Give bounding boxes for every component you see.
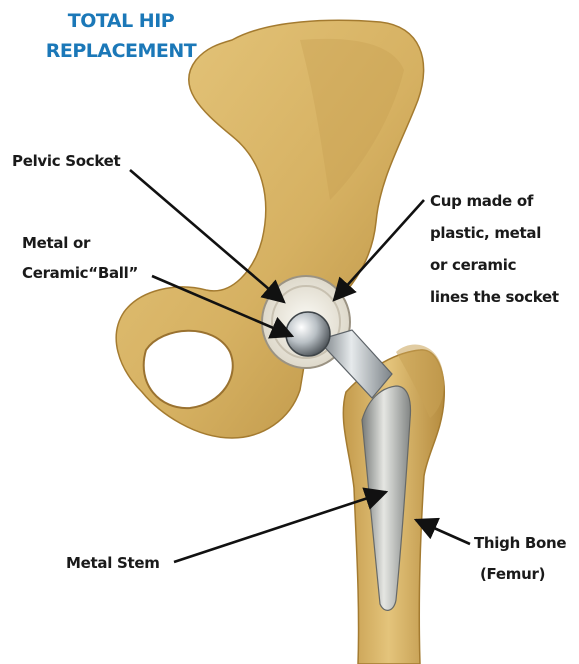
label-ball-line-2: Ceramic“Ball” [22,262,138,284]
femoral-ball [286,312,330,356]
label-pelvic-socket: Pelvic Socket [12,150,120,172]
femur-arrow [416,520,470,544]
title-line-2: REPLACEMENT [6,38,236,64]
label-ball-line-1: Metal or [22,232,90,254]
stem-arrow [174,492,386,562]
label-metal-stem: Metal Stem [66,552,160,574]
label-femur-line-1: Thigh Bone [474,532,566,554]
label-cup-line-4: lines the socket [430,286,559,308]
label-cup-line-3: or ceramic [430,254,516,276]
pelvic-socket-arrow [130,170,284,302]
label-cup-line-2: plastic, metal [430,222,541,244]
label-femur-line-2: (Femur) [480,563,545,585]
title-line-1: TOTAL HIP [6,8,236,34]
label-cup-line-1: Cup made of [430,190,533,212]
